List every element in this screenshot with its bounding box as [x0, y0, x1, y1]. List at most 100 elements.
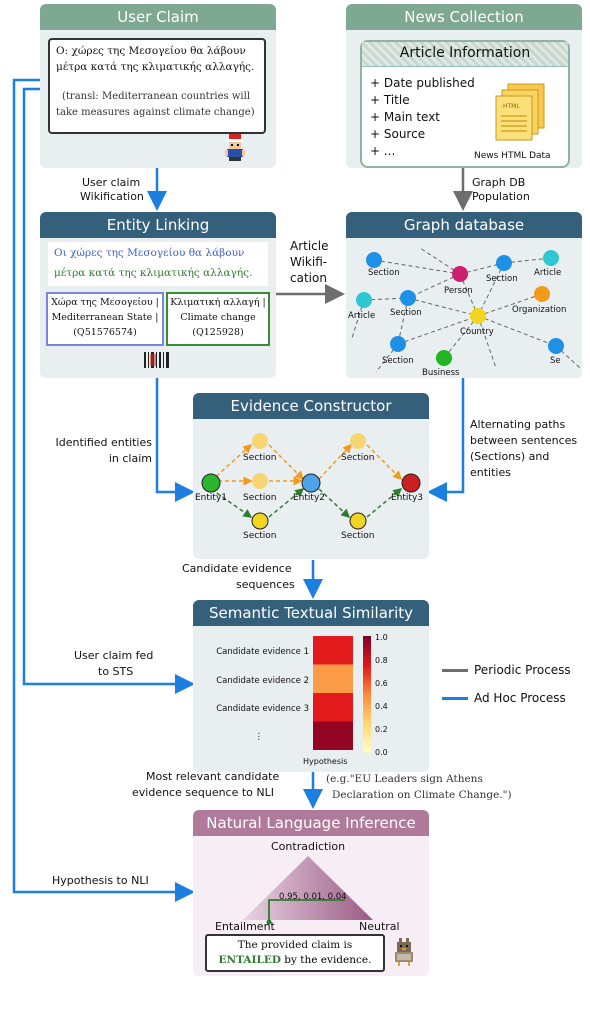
colorbar-segment — [363, 659, 371, 663]
colorbar-segment — [363, 702, 371, 707]
colorbar-segment — [363, 699, 371, 704]
html-documents-icon — [495, 83, 545, 141]
colorbar-segment — [363, 746, 371, 750]
alternating-paths-2: between sentences — [470, 434, 578, 447]
legend-adhoc-swatch — [442, 697, 468, 700]
colorbar-segment — [363, 696, 371, 701]
colorbar-segment — [363, 685, 371, 689]
graph-node-label: Section — [382, 356, 414, 366]
most-relevant-2: evidence sequence to NLI — [132, 786, 275, 799]
evidence-node-label: Section — [243, 531, 277, 541]
sts-row-label: ⋮ — [254, 732, 264, 742]
entity2-english: Climate change — [180, 312, 256, 323]
claim-to-sts-1: User claim fed — [74, 649, 154, 662]
sts-x-label: Hypothesis — [303, 757, 348, 766]
colorbar-segment — [363, 653, 371, 657]
nli-result-rest: by the evidence. — [284, 954, 372, 966]
linked-greek-line2: μέτρα κατά της κλιματικής αλλαγής. — [54, 267, 253, 279]
identified-entities-2: in claim — [108, 452, 152, 465]
colorbar-segment — [363, 728, 371, 733]
colorbar-segment — [363, 717, 371, 721]
colorbar-segment — [363, 650, 371, 654]
colorbar-tick: 0.4 — [375, 702, 388, 711]
claim-to-sts-2: to STS — [98, 665, 134, 678]
graph-database-panel: Graph database Section Person Sec — [346, 212, 582, 378]
heatmap-cell — [313, 693, 353, 722]
entity-linking-panel: Entity Linking Οι χώρες της Μεσογείου θα… — [40, 212, 276, 378]
colorbar-segment — [363, 679, 371, 683]
user-claim-title: User Claim — [40, 4, 276, 30]
evidence-node-label: Entity1 — [195, 493, 228, 503]
barcode-icon — [144, 352, 169, 368]
candidate-sequences-2: sequences — [236, 578, 295, 591]
colorbar-segment — [363, 656, 371, 660]
entity-linking-title: Entity Linking — [40, 212, 276, 238]
colorbar-segment — [363, 725, 371, 730]
nli-result-line2: ENTAILED by the evidence. — [207, 953, 383, 967]
colorbar-segment — [363, 708, 371, 712]
claim-greek-line1: Ο: χώρες της Μεσογείου θα λάβουν — [56, 45, 246, 57]
claim-greek-line2: μέτρα κατά της κλιματικής αλλαγής. — [56, 61, 255, 73]
colorbar-segment — [363, 691, 371, 695]
colorbar-segment — [363, 740, 371, 744]
legend-periodic-swatch — [442, 669, 468, 672]
sts-heatmap — [313, 636, 371, 753]
alternating-paths-3: (Sections) and — [470, 450, 550, 463]
graph-node-label: Organization — [512, 305, 567, 315]
article-info-header — [362, 42, 568, 67]
heatmap-cell — [313, 664, 353, 693]
graph-db-label-2: Population — [472, 190, 530, 203]
article-info-title: Article Information — [399, 45, 531, 61]
colorbar-segment — [363, 644, 371, 649]
article-info-card: Article Information + Date published + T… — [360, 40, 570, 168]
graph-node-label: Se — [550, 356, 561, 366]
nli-title: Natural Language Inference — [193, 810, 429, 836]
wikification-label-2: Wikification — [80, 190, 144, 203]
colorbar-segment — [363, 714, 371, 718]
claim-translation-line2: take measures against climate change) — [56, 107, 255, 118]
graph-node-label: Business — [422, 368, 460, 378]
colorbar-segment — [363, 682, 371, 686]
pixel-bird-icon — [395, 938, 413, 966]
sts-title: Semantic Textual Similarity — [193, 600, 429, 626]
evidence-constructor-panel: Evidence Constructor Sect — [193, 393, 429, 559]
colorbar-segment — [363, 731, 371, 736]
nli-result-word: ENTAILED — [218, 954, 281, 966]
most-relevant-1: Most relevant candidate — [146, 770, 280, 783]
graph-node-label: Article — [348, 311, 376, 321]
evidence-node-label: Entity2 — [293, 493, 326, 503]
colorbar-segment — [363, 711, 371, 715]
article-item: + ... — [370, 144, 396, 158]
graph-node-label: Article — [534, 268, 562, 278]
heatmap-cell — [313, 636, 353, 665]
colorbar-segment — [363, 647, 371, 652]
wikification-label-1: User claim — [82, 176, 141, 189]
colorbar-tick: 0.8 — [375, 656, 388, 665]
news-collection-panel: News Collection Article Information + Da… — [346, 4, 582, 168]
graph-node-label: Section — [390, 308, 422, 318]
graph-node-label: Section — [486, 274, 518, 284]
identified-entities-1: Identified entities — [55, 436, 153, 449]
nli-result-line1: The provided claim is — [237, 939, 353, 951]
article-wikification-3: cation — [290, 271, 327, 285]
colorbar-segment — [363, 641, 371, 646]
article-item: + Title — [370, 93, 410, 107]
colorbar-segment — [363, 667, 371, 672]
evidence-node-label: Section — [243, 453, 277, 463]
graph-node-label: Person — [444, 286, 473, 296]
graph-database-title: Graph database — [346, 212, 582, 238]
article-item: + Main text — [370, 110, 441, 124]
evidence-node-label: Section — [341, 531, 375, 541]
colorbar-segment — [363, 636, 371, 640]
colorbar-segment — [363, 665, 371, 669]
alternating-paths-1: Alternating paths — [470, 418, 566, 431]
colorbar-segment — [363, 743, 371, 747]
hypothesis-to-nli-label: Hypothesis to NLI — [52, 874, 149, 887]
nli-scores: 0.95, 0.01, 0.04 — [279, 892, 347, 902]
news-collection-title: News Collection — [346, 4, 582, 30]
knowledge-graph — [351, 247, 581, 373]
nli-result-bubble: The provided claim is ENTAILED by the ev… — [205, 934, 385, 972]
candidate-sequences-1: Candidate evidence — [182, 562, 292, 575]
article-wikification-1: Article — [290, 239, 329, 253]
